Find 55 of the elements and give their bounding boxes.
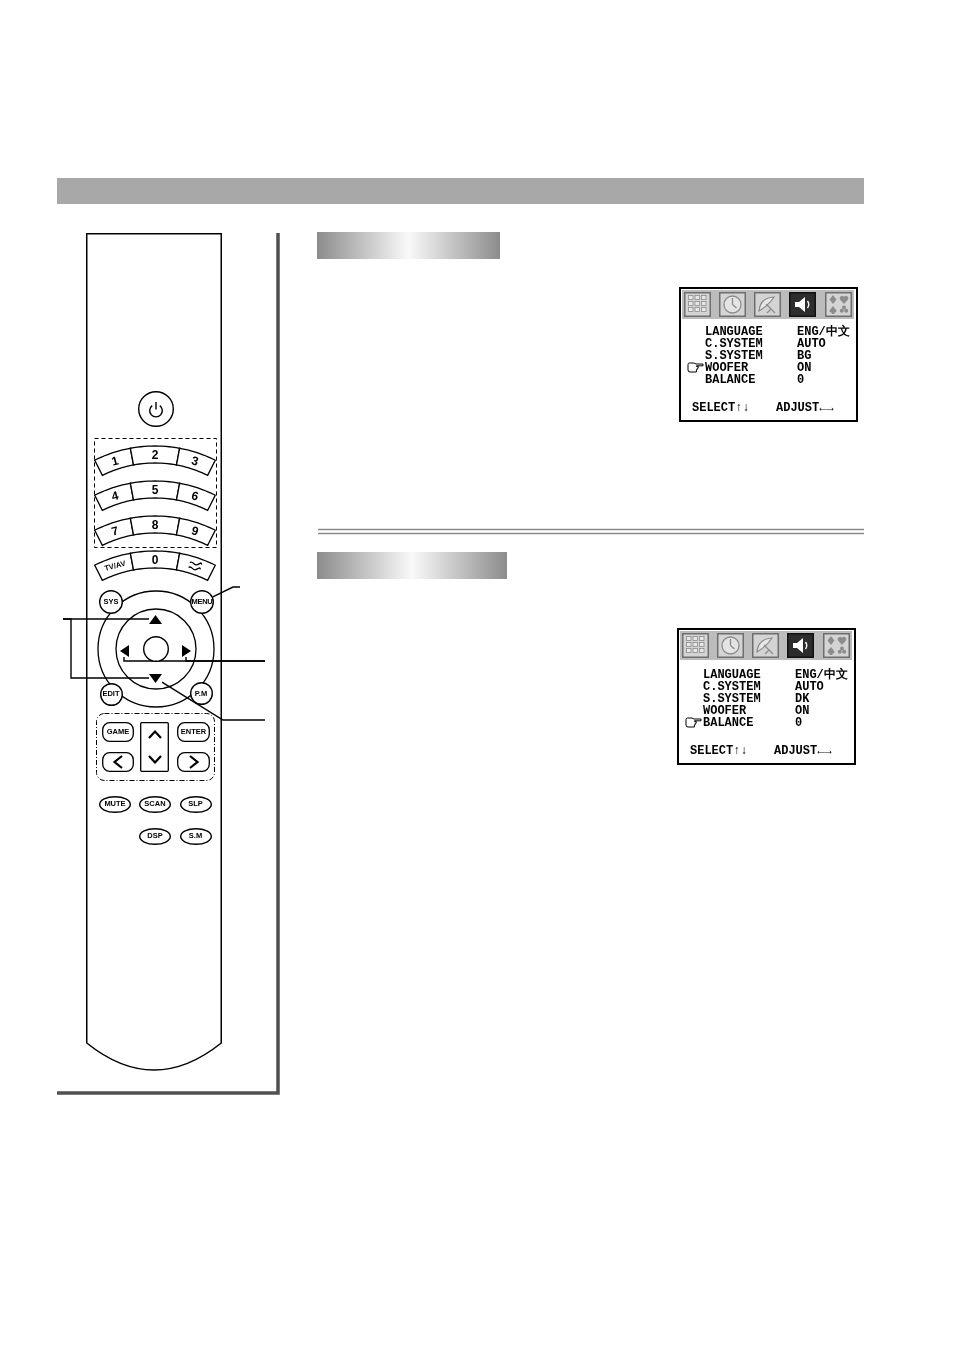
leader-line [161,681,266,721]
button-group-outline [96,713,215,781]
menu-item-label: WOOFER [703,704,747,717]
remote-body [86,233,222,1071]
menu-item-value: 0 [795,716,803,729]
menu-screen [679,287,858,422]
number-key: 8 [129,515,181,536]
menu-item-label: BALANCE [703,716,754,729]
menu-item-value: ENG/中文 [795,668,848,681]
number-key: 9 [175,517,217,547]
menu-item-value: AUTO [797,337,826,350]
power-button [138,391,174,427]
center-button [142,636,169,662]
menu-item-label: LANGUAGE [705,325,763,338]
number-key: 3 [175,447,217,477]
menu-item-value: BG [797,349,812,362]
menu-item-value: 0 [797,373,805,386]
leader-line [212,586,241,598]
number-key: 7 [93,517,135,547]
chevron-key [140,722,169,772]
menu-screen [677,628,856,765]
down-triangle-icon [149,673,162,683]
number-key: 0 [129,550,181,571]
leader-line [185,656,266,662]
menu-item-value: DK [795,692,810,705]
menu-item-label: LANGUAGE [703,668,761,681]
right-triangle-icon [181,645,191,657]
menu-item-label: C.SYSTEM [705,337,763,350]
menu-item-label: S.SYSTEM [705,349,763,362]
menu-item-label: BALANCE [705,373,756,386]
number-key: 5 [129,480,181,501]
menu-item-label: S.SYSTEM [703,692,761,705]
number-key: 2 [129,445,181,466]
up-triangle-icon [149,614,162,624]
chevron-key [177,752,210,772]
heading-bar [317,552,507,579]
number-key: 4 [93,482,135,512]
menu-item-value: AUTO [795,680,824,693]
menu-item-value: ON [795,704,810,717]
chevron-key [102,752,134,772]
menu-item-label: WOOFER [705,361,749,374]
number-key: 1 [93,447,135,477]
sound-key [175,552,217,582]
key-hint: SELECT↑↓ [692,401,750,414]
left-triangle-icon [119,645,129,657]
number-key: 6 [175,482,217,512]
keypad-outline [94,438,217,548]
menu-item-value: ENG/中文 [797,325,850,338]
leader-line [62,618,150,679]
menu-item-value: ON [797,361,812,374]
key-hint: ADJUST←→ [776,401,834,414]
menu-item-label: C.SYSTEM [703,680,761,693]
heading-bar [317,232,500,259]
key-hint: ADJUST←→ [774,744,832,757]
key-hint: SELECT↑↓ [690,744,748,757]
